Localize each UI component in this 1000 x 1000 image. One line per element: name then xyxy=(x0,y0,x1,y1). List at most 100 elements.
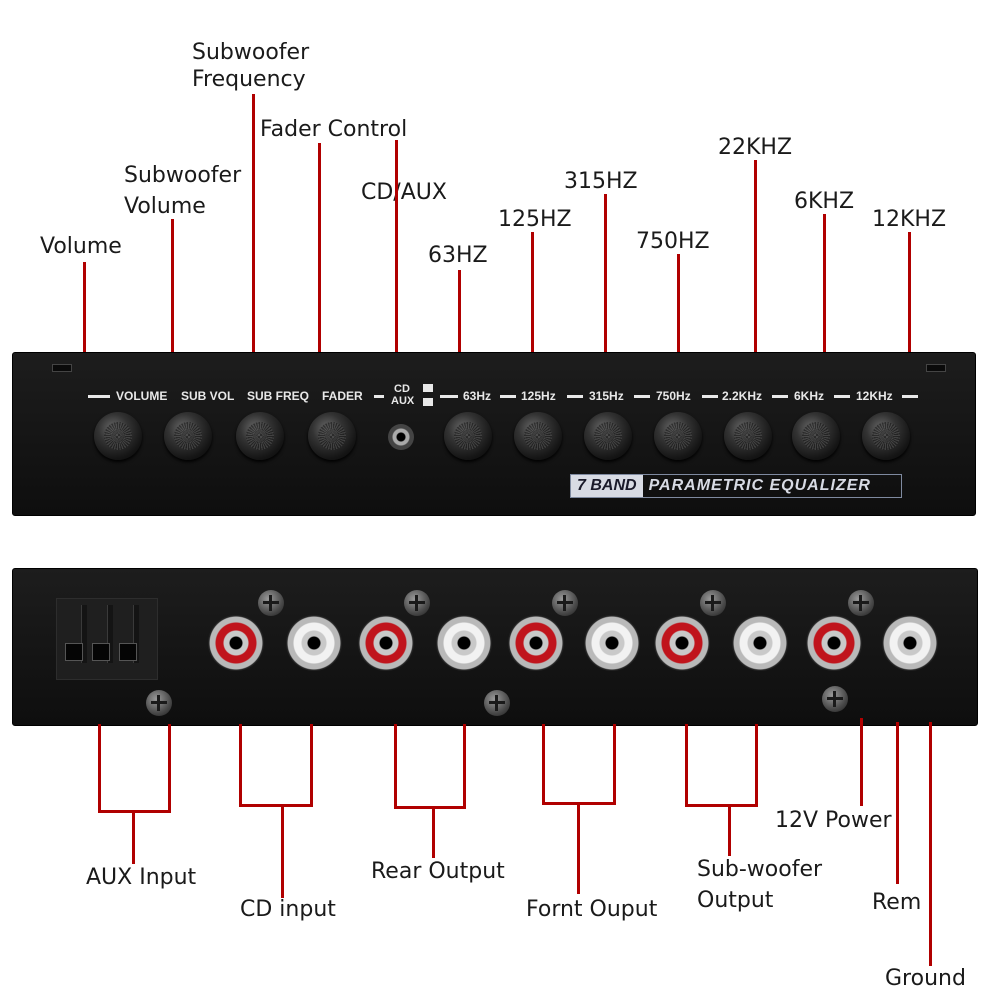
bracket-aux-input xyxy=(98,724,101,812)
rca-front-output-white[interactable] xyxy=(584,615,640,671)
front-divider-dash xyxy=(500,395,516,398)
eq-63hz-knob[interactable] xyxy=(444,412,492,460)
bracket-sub-output xyxy=(755,724,758,806)
front-label-fader: FADER xyxy=(322,389,363,403)
label-front-output: Fornt Ouput xyxy=(526,897,658,922)
terminal-divider xyxy=(81,605,87,663)
front-left-slot xyxy=(52,364,72,372)
eq-12khz-knob[interactable] xyxy=(862,412,910,460)
label-sub-woofer-output-line2: Output xyxy=(697,888,774,913)
front-label-750hz: 750Hz xyxy=(656,389,691,403)
bracket-aux-input xyxy=(168,724,171,812)
bracket-front-output xyxy=(542,724,545,804)
label-cd-aux: CD/AUX xyxy=(361,180,447,205)
fader-knob[interactable] xyxy=(308,412,356,460)
bracket-front-output xyxy=(613,724,616,804)
leader-line-sub-output xyxy=(728,806,731,856)
front-divider-dash xyxy=(834,395,850,398)
rca-sub-output-white[interactable] xyxy=(732,615,788,671)
sub-volume-knob[interactable] xyxy=(164,412,212,460)
front-label-12khz: 12KHz xyxy=(856,389,893,403)
front-divider-dash xyxy=(567,395,583,398)
screw-icon xyxy=(848,590,874,616)
front-divider-dash xyxy=(88,395,110,398)
front-label-315hz: 315Hz xyxy=(589,389,624,403)
badge-product-name: PARAMETRIC EQUALIZER xyxy=(648,477,871,494)
label-volume: Volume xyxy=(40,234,122,259)
terminal-slot[interactable] xyxy=(92,643,110,661)
front-divider-dash xyxy=(374,395,384,398)
cd-aux-switch[interactable] xyxy=(388,424,414,450)
badge-band-count: 7 BAND xyxy=(571,475,643,497)
power-terminal-block[interactable] xyxy=(56,598,158,680)
leader-line-front-output xyxy=(577,804,580,894)
bracket-aux-input xyxy=(98,810,171,813)
label-subwoofer-frequency-line2: Frequency xyxy=(192,67,306,92)
bracket-cd-input xyxy=(239,804,313,807)
terminal-slot[interactable] xyxy=(65,643,83,661)
rca-cd-input-red[interactable] xyxy=(208,615,264,671)
bracket-rear-output xyxy=(394,806,466,809)
rca-cd-input-white[interactable] xyxy=(286,615,342,671)
sub-frequency-knob[interactable] xyxy=(236,412,284,460)
screw-icon xyxy=(404,590,430,616)
rca-sub-output-red[interactable] xyxy=(654,615,710,671)
leader-line-750hz xyxy=(677,254,680,354)
front-right-slot xyxy=(926,364,946,372)
label-63hz: 63HZ xyxy=(428,243,488,268)
label-12v-power: 12V Power xyxy=(775,808,892,833)
bracket-rear-output xyxy=(463,724,466,808)
front-label-63hz: 63Hz xyxy=(463,389,492,403)
label-ground: Ground xyxy=(885,966,966,991)
eq-6khz-knob[interactable] xyxy=(792,412,840,460)
bracket-front-output xyxy=(542,802,616,805)
bracket-cd-input xyxy=(239,724,242,806)
leader-line-63hz xyxy=(458,270,461,354)
terminal-divider xyxy=(133,605,139,663)
leader-line-315hz xyxy=(604,194,607,354)
eq-22khz-knob[interactable] xyxy=(724,412,772,460)
rca-rear-output-white[interactable] xyxy=(436,615,492,671)
eq-125hz-knob[interactable] xyxy=(514,412,562,460)
front-divider-dash xyxy=(634,395,650,398)
cd-indicator-icon xyxy=(423,384,433,392)
front-label-sub-vol: SUB VOL xyxy=(181,389,235,403)
label-12khz: 12KHZ xyxy=(872,207,947,232)
front-label-cd: CD xyxy=(394,383,410,395)
rca-aux-red[interactable] xyxy=(806,615,862,671)
leader-line-rem xyxy=(896,722,899,884)
front-divider-dash xyxy=(440,395,458,398)
front-divider-dash xyxy=(772,395,788,398)
leader-line-cd-aux xyxy=(395,140,398,354)
rca-rear-output-red[interactable] xyxy=(358,615,414,671)
terminal-slot[interactable] xyxy=(119,643,137,661)
leader-line-subwoofer-volume xyxy=(171,219,174,354)
volume-knob[interactable] xyxy=(94,412,142,460)
bracket-sub-output xyxy=(685,724,688,806)
front-label-aux: AUX xyxy=(391,395,415,407)
label-6khz: 6KHZ xyxy=(794,189,855,214)
leader-line-fader xyxy=(318,143,321,354)
screw-icon xyxy=(258,590,284,616)
label-750hz: 750HZ xyxy=(636,229,710,254)
screw-icon xyxy=(822,686,848,712)
label-rear-output: Rear Output xyxy=(371,859,505,884)
rca-aux-white[interactable] xyxy=(882,615,938,671)
screw-icon xyxy=(484,690,510,716)
terminal-divider xyxy=(107,605,113,663)
front-divider-dash xyxy=(902,395,918,398)
leader-line-6khz xyxy=(823,214,826,354)
front-label-6khz: 6KHz xyxy=(794,389,825,403)
eq-750hz-knob[interactable] xyxy=(654,412,702,460)
leader-line-ground xyxy=(929,722,932,966)
bracket-sub-output xyxy=(685,804,758,807)
label-aux-input: AUX Input xyxy=(86,865,197,890)
screw-icon xyxy=(700,590,726,616)
leader-line-22khz xyxy=(754,160,757,354)
leader-line-125hz xyxy=(531,232,534,354)
bracket-rear-output xyxy=(394,724,397,808)
label-sub-woofer-output-line1: Sub-woofer xyxy=(697,857,823,882)
rca-front-output-red[interactable] xyxy=(508,615,564,671)
leader-line-aux-input xyxy=(132,812,135,864)
eq-315hz-knob[interactable] xyxy=(584,412,632,460)
